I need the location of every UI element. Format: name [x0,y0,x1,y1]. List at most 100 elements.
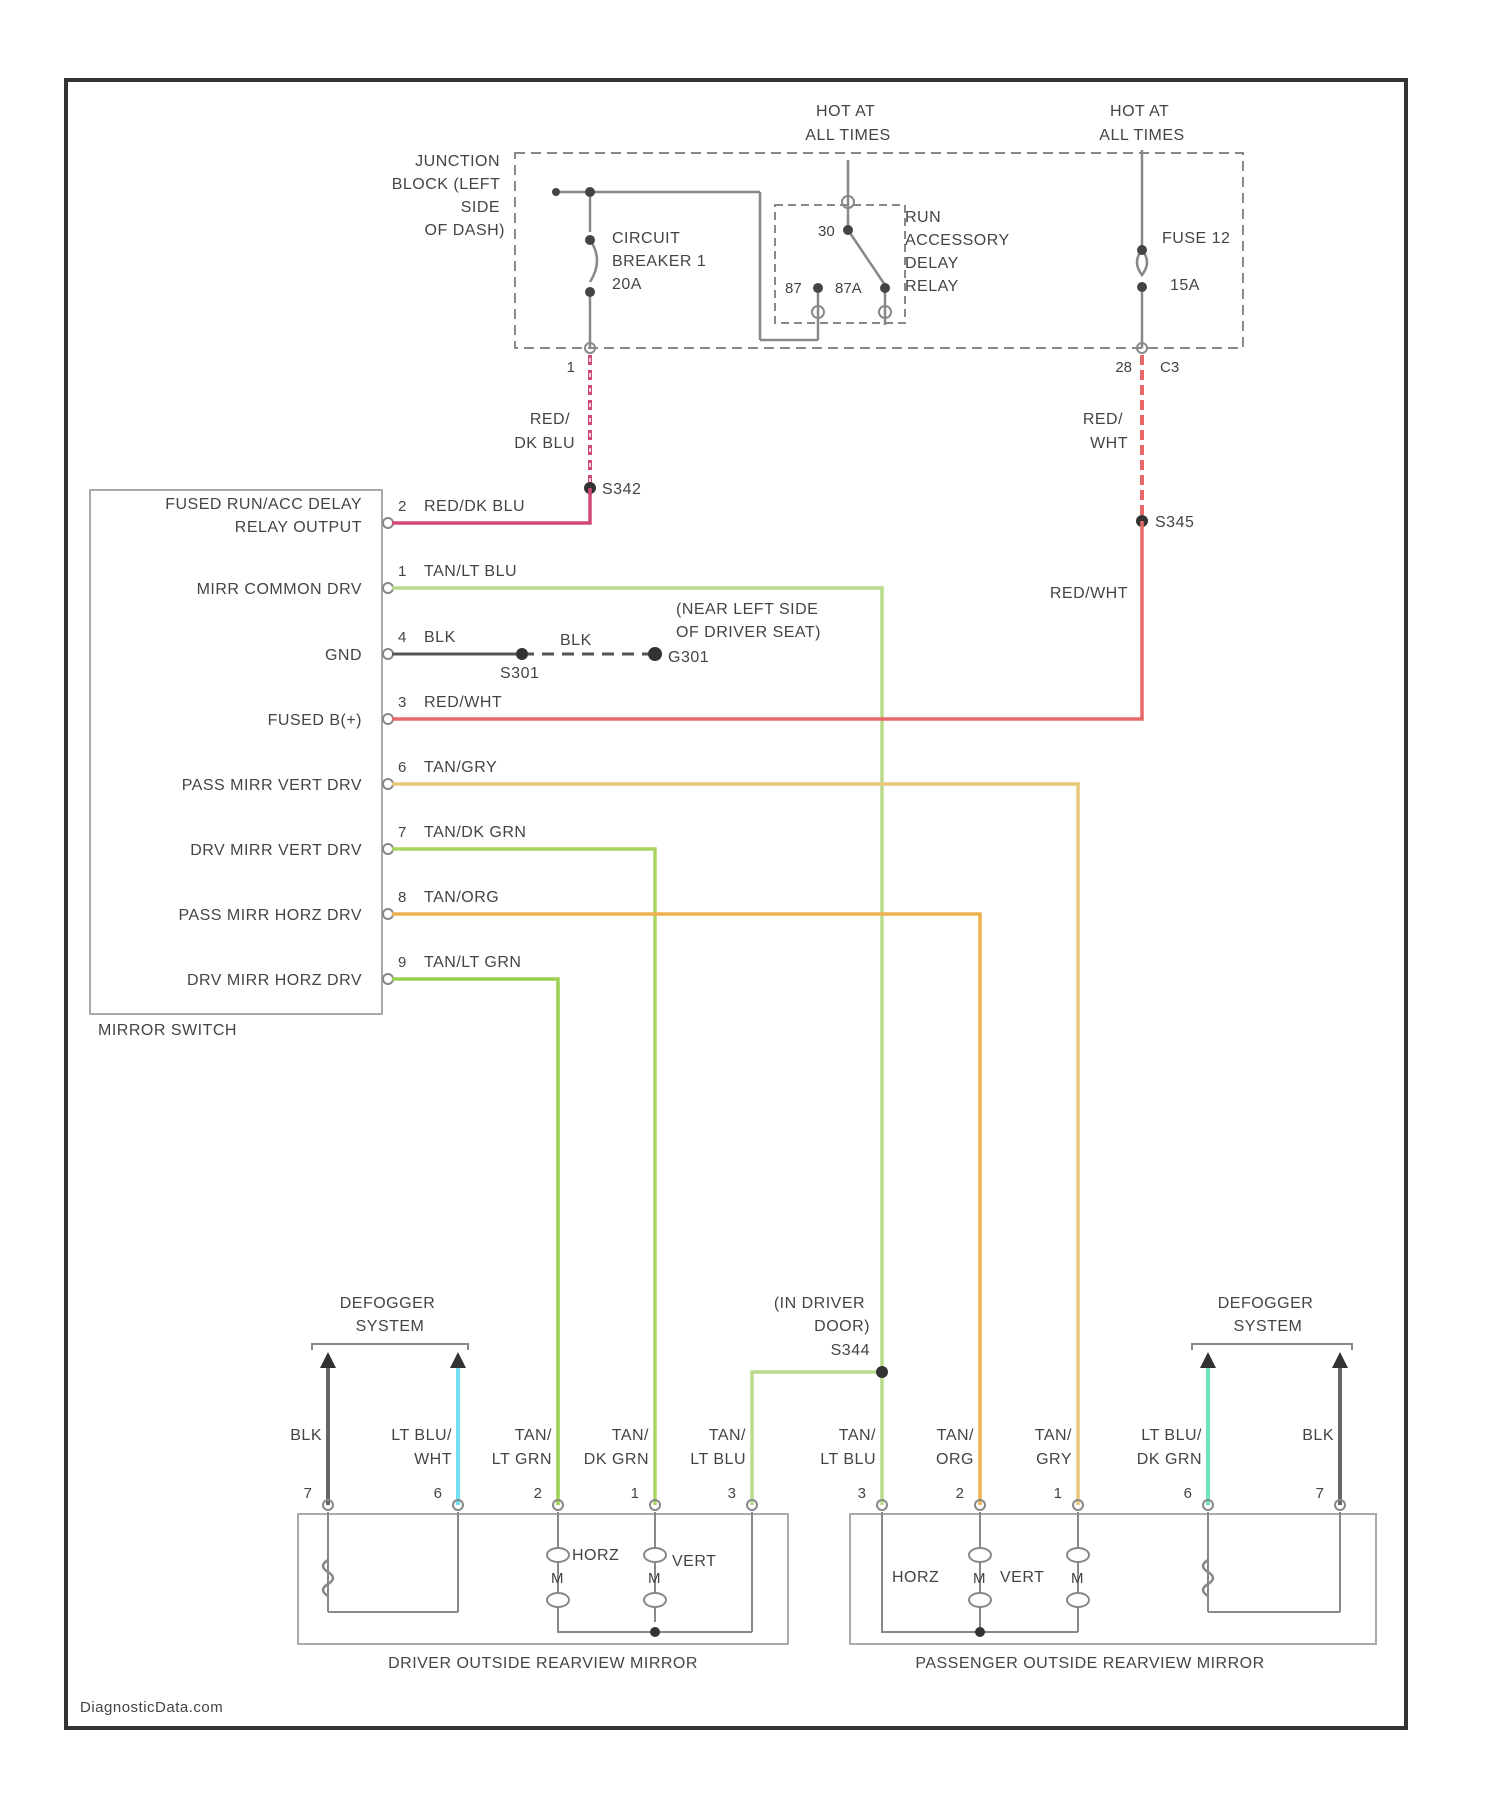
defog-bracket [1192,1344,1352,1350]
defog-line: SYSTEM [356,1318,425,1335]
switch-pin-label-line: PASS MIRR HORZ DRV [178,907,362,924]
motor-label: M [551,1570,564,1587]
switch-pin-terminal [383,649,393,659]
driver-mirror-box [298,1514,788,1644]
switch-pin-wire-color: TAN/LT BLU [424,563,517,580]
door-note-line: (IN DRIVER [774,1295,865,1312]
mirror-wire-color-line: ORG [936,1451,974,1468]
mirror-pin-number: 7 [1316,1485,1324,1502]
switch-pin-label: DRV MIRR VERT DRV [190,842,362,859]
defog-bracket [312,1344,468,1350]
arrow-up-icon [1332,1352,1348,1368]
switch-pin-terminal [383,909,393,919]
junction-label-line: OF DASH) [425,222,505,239]
mirror-wire-color-line: TAN/ [709,1427,746,1444]
relay-pin-87: 87 [785,280,802,297]
mirror-wire-color-line: LT GRN [492,1451,552,1468]
arrow-up-icon [1200,1352,1216,1368]
mirror-pin-number: 2 [534,1485,542,1502]
defogger-right-label: DEFOGGER SYSTEM [1218,1295,1319,1335]
mirror-pin-number: 1 [631,1485,639,1502]
junction-block-outline [515,153,1243,348]
hot-at-all-times-left: HOT AT ALL TIMES [805,103,890,144]
splice-s344 [876,1366,888,1378]
switch-pin-terminal [383,518,393,528]
mirror-wire-color-label: TAN/LT BLU [820,1427,876,1468]
mirror-wire-color-line: BLK [1302,1427,1334,1444]
hot-label-line: HOT AT [816,103,875,120]
cb-node [552,188,560,196]
switch-pin-label-line: PASS MIRR VERT DRV [182,777,362,794]
outer-frame [66,80,1406,1728]
switch-pin-terminal [383,974,393,984]
mirror-wire-color-line: DK GRN [584,1451,649,1468]
relay-node [813,283,823,293]
splice-s301 [516,648,528,660]
junction-block-label: JUNCTION BLOCK (LEFT SIDE OF DASH) [392,153,505,239]
hot-label-line: ALL TIMES [805,127,890,144]
wire-label-red-dkblu: RED/ DK BLU [514,411,575,452]
wire-label-red-wht: RED/ WHT [1083,411,1128,452]
mirror-wire-color-line: TAN/ [612,1427,649,1444]
switch-pin-wire-color: RED/WHT [424,694,502,711]
passenger-horz-motor: M [969,1548,991,1607]
driver-mirror: M M HORZ VERT DRIVER OUTSIDE REARVIEW MI… [298,1512,788,1672]
mirror-pin-number: 1 [1054,1485,1062,1502]
wire-label-line: RED/ [1083,411,1123,428]
driver-vert-motor: M [644,1548,666,1607]
cb-label-line: 20A [612,276,642,293]
relay-label: RUN ACCESSORY DELAY RELAY [905,209,1014,295]
switch-pin-number: 6 [398,759,406,776]
switch-pin-label-line: GND [325,647,362,664]
switch-pin-wire-color: RED/DK BLU [424,498,525,515]
switch-pin-number: 8 [398,889,406,906]
mirror-pin-number: 6 [1184,1485,1192,1502]
driver-mirror-internals [323,1512,752,1632]
switch-pin-label-line: FUSED RUN/ACC DELAY [165,496,362,513]
arrow-up-icon [320,1352,336,1368]
upper-wires: RED/ DK BLU S342 RED/ WHT S345 RED/WHT [514,355,1194,602]
ground-note-line: OF DRIVER SEAT) [676,624,821,641]
splice-s345-label: S345 [1155,514,1194,531]
watermark: DiagnosticData.com [80,1699,223,1716]
switch-pin-label-line: DRV MIRR HORZ DRV [187,972,362,989]
hot-label-line: ALL TIMES [1099,127,1184,144]
switch-pin-label: FUSED B(+) [268,712,362,729]
mirror-wire-color-line: DK GRN [1137,1451,1202,1468]
relay-label-line: RUN [905,209,941,226]
defog-line: DEFOGGER [1218,1295,1314,1312]
switch-pin-number: 1 [398,563,406,580]
motor-label: M [973,1570,986,1587]
gnd-wire-label: BLK [560,632,592,649]
junction-label-line: JUNCTION [415,153,500,170]
wire-red-wht [392,521,1142,719]
relay-label-line: DELAY [905,255,959,272]
cb-node [585,235,595,245]
relay-node [843,225,853,235]
fuse-label: FUSE 12 15A [1162,230,1235,294]
defog-line: DEFOGGER [340,1295,436,1312]
circuit-breaker [556,192,818,348]
driver-vert-label: VERT [672,1553,716,1570]
wire-label-line: WHT [1090,435,1128,452]
switch-pin-terminal [383,714,393,724]
ground-g301-label: G301 [668,649,709,666]
mirror-pin-number: 6 [434,1485,442,1502]
mirror-wire-color-label: TAN/LT BLU [690,1427,746,1468]
mirror-switch: MIRROR SWITCH FUSED RUN/ACC DELAYRELAY O… [90,490,526,1039]
mirror-wire-color-label: TAN/ORG [936,1427,974,1468]
cb-node [585,287,595,297]
hot-label-line: HOT AT [1110,103,1169,120]
junction-pin-c1: 1 [567,359,575,376]
motor-label: M [648,1570,661,1587]
switch-pin-label: MIRR COMMON DRV [197,581,362,598]
switch-pin-terminal [383,583,393,593]
switch-pin-terminal [383,779,393,789]
mirror-wire-color-line: LT BLU/ [1141,1427,1202,1444]
passenger-mirror: M M HORZ VERT PASSENGER OUTSIDE REARVIEW… [850,1512,1376,1672]
defogger-left: DEFOGGER SYSTEM [312,1295,468,1505]
switch-pin-label-line: DRV MIRR VERT DRV [190,842,362,859]
